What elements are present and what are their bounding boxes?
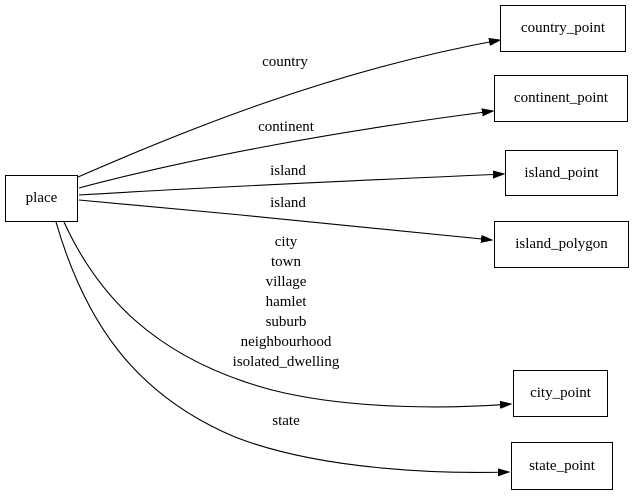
edge-place-to-island-polygon bbox=[78, 199, 492, 240]
node-state-point-label: state_point bbox=[529, 457, 595, 474]
node-city-point: city_point bbox=[513, 370, 608, 417]
node-continent-point-label: continent_point bbox=[513, 90, 609, 106]
edge-place-to-continent-point bbox=[78, 111, 493, 189]
node-country-point: country_point bbox=[500, 5, 626, 52]
node-island-point-label: island_point bbox=[524, 164, 599, 181]
node-island-polygon: island_polygon bbox=[494, 221, 629, 268]
edge-place-to-city-point bbox=[63, 221, 511, 407]
edge-place-to-island-point bbox=[78, 174, 504, 196]
edge-label-island-polygon: island bbox=[270, 195, 306, 211]
node-state-point: state_point bbox=[511, 442, 613, 490]
node-continent-point: continent_point bbox=[494, 75, 628, 122]
node-island-point: island_point bbox=[505, 150, 618, 196]
edge-label-city-point-group: city town village hamlet suburb neighbou… bbox=[232, 234, 340, 370]
edge-label-country: country bbox=[262, 54, 308, 70]
edge-label-continent: continent bbox=[258, 119, 314, 135]
node-country-point-label: country_point bbox=[520, 20, 606, 36]
edge-label-island-point: island bbox=[270, 163, 306, 179]
node-city-point-label: city_point bbox=[530, 385, 591, 401]
edge-place-to-state-point bbox=[55, 221, 509, 472]
edge-place-to-country-point bbox=[77, 40, 500, 178]
node-island-polygon-label: island_polygon bbox=[515, 236, 608, 252]
node-place: place bbox=[5, 175, 78, 222]
node-place-label: place bbox=[25, 190, 58, 206]
edge-label-state: state bbox=[272, 413, 300, 429]
